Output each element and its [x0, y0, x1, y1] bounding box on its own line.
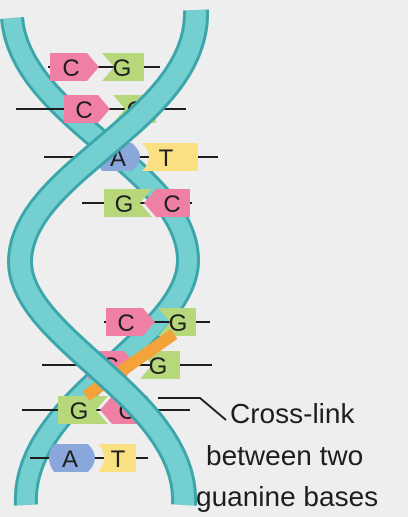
annotation-line-3: guanine bases [196, 481, 378, 512]
annotation-line-2: between two [206, 440, 363, 471]
base-letter-left: G [70, 398, 89, 425]
base-letter-right: T [111, 446, 126, 473]
base-pair-4: G C [82, 189, 192, 218]
base-letter-right: G [113, 55, 132, 82]
base-letter-left: C [62, 55, 79, 82]
base-letter-right: T [159, 145, 174, 172]
base-letter-right: C [163, 191, 180, 218]
base-pair-1: C G [48, 53, 160, 82]
annotation-line-1: Cross-link [230, 398, 355, 429]
base-letter-left: A [62, 446, 78, 473]
base-letter-left: G [115, 191, 134, 218]
base-letter-left: C [75, 97, 92, 124]
base-letter-left: C [117, 310, 134, 337]
